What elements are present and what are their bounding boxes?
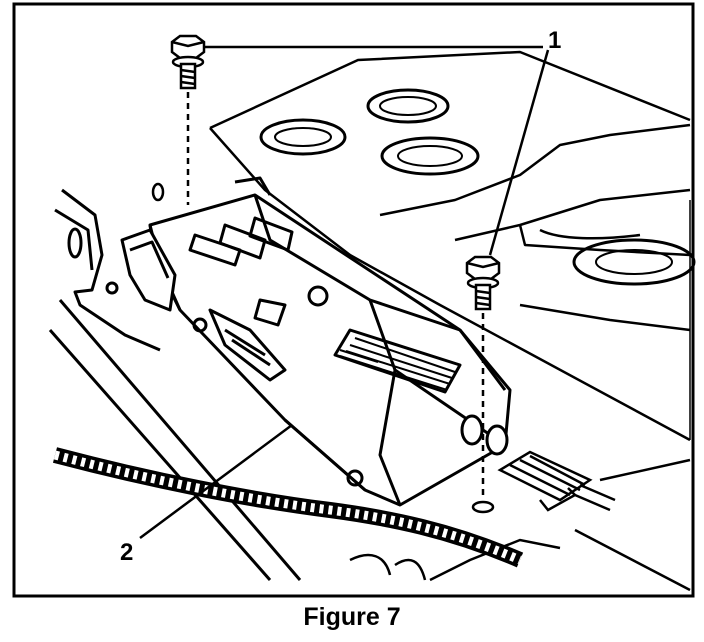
side-connector xyxy=(460,414,509,456)
wiring-harness xyxy=(52,447,524,568)
cable-connector xyxy=(497,450,616,512)
callout-1-label: 1 xyxy=(548,27,561,54)
callout-2-label: 2 xyxy=(120,539,133,566)
figure-caption: Figure 7 xyxy=(303,603,401,631)
left-bracket xyxy=(48,188,302,581)
module-connector xyxy=(120,228,287,382)
bolt-right-icon xyxy=(465,255,501,514)
leader-lines xyxy=(139,45,550,540)
background-panel xyxy=(209,50,691,442)
bolt-left-icon xyxy=(170,34,206,205)
panel-holes xyxy=(67,88,696,286)
